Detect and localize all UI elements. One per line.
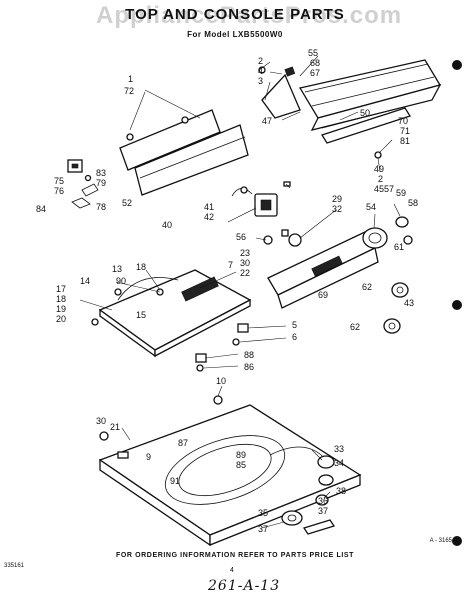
cabinet-top: [98, 395, 362, 547]
part-label: 58: [408, 198, 418, 208]
part-label: 3: [258, 76, 263, 86]
part-label: 34: [334, 458, 344, 468]
part-label: 81: [400, 136, 410, 146]
watermark: AppliancePartsPros.com: [96, 2, 403, 29]
part-label: 67: [310, 68, 320, 78]
part-label: 54: [366, 202, 376, 212]
binder-hole-top: [452, 60, 462, 70]
part-label: 35: [258, 508, 268, 518]
part-label: 43: [404, 298, 414, 308]
leader-lines: [79, 55, 401, 529]
part-label: 56: [236, 232, 246, 242]
part-label: 22: [240, 268, 250, 278]
part-label: 37: [258, 524, 268, 534]
part-label: 23: [240, 248, 250, 258]
lid-hardware: [281, 455, 336, 535]
part-label: 2: [378, 174, 383, 184]
part-label: 9: [146, 452, 151, 462]
part-label: 15: [136, 310, 146, 320]
part-label: 32: [332, 204, 342, 214]
document-code: 335161: [4, 563, 25, 569]
part-label: 86: [244, 362, 254, 372]
part-label: 40: [162, 220, 172, 230]
part-label: 62: [362, 282, 372, 292]
console-panel: [261, 59, 442, 144]
part-label: 79: [96, 178, 106, 188]
part-label: 30: [240, 258, 250, 268]
binder-hole-middle: [452, 300, 462, 310]
timer-assembly: [231, 186, 278, 217]
part-label: 33: [334, 444, 344, 454]
part-label: 49: [374, 164, 384, 174]
part-label: 19: [56, 304, 66, 314]
part-label: 5: [292, 320, 297, 330]
part-label: 52: [122, 198, 132, 208]
part-label: 7: [228, 260, 233, 270]
part-label: 83: [96, 168, 106, 178]
part-label: 20: [56, 314, 66, 324]
part-label: 37: [318, 506, 328, 516]
part-label: 68: [310, 58, 320, 68]
part-label: 89: [236, 450, 246, 460]
part-label: 30: [96, 416, 106, 426]
part-label: 1: [128, 74, 133, 84]
part-label: 55: [308, 48, 318, 58]
part-label: 10: [216, 376, 226, 386]
part-label: 29: [332, 194, 342, 204]
ordering-note: FOR ORDERING INFORMATION REFER TO PARTS …: [115, 552, 355, 559]
part-label: 75: [54, 176, 64, 186]
part-label: 59: [396, 188, 406, 198]
part-label: 62: [350, 322, 360, 332]
part-callouts: 1 72 2 4 3 55 68 67 47 50 70 71 81 49 2 …: [36, 48, 418, 534]
part-label: 76: [54, 186, 64, 196]
part-label: 41: [204, 202, 214, 212]
part-label: 91: [170, 476, 180, 486]
part-label: 4: [258, 66, 263, 76]
part-label: 70: [398, 116, 408, 126]
handwritten-note: 261-A-13: [208, 578, 281, 594]
part-label: 42: [204, 212, 214, 222]
part-label: 50: [360, 108, 370, 118]
part-label: 21: [110, 422, 120, 432]
rod-and-clips: [258, 66, 401, 187]
console-front-panel: [119, 109, 249, 196]
part-label: 87: [178, 438, 188, 448]
control-panel: [263, 229, 379, 309]
page-number: 4: [230, 567, 234, 574]
part-label: 6: [292, 332, 297, 342]
part-label: 85: [236, 460, 246, 470]
part-label: 57: [384, 184, 394, 194]
control-knobs: [362, 216, 413, 334]
part-label: 72: [124, 86, 134, 96]
model-label: For Model LXB5500W0: [187, 30, 283, 39]
part-label: 90: [116, 276, 126, 286]
part-label: 18: [136, 262, 146, 272]
part-label: 18: [56, 294, 66, 304]
part-label: 61: [394, 242, 404, 252]
part-label: 2: [258, 56, 263, 66]
part-label: 36: [318, 496, 328, 506]
binder-hole-bottom: [452, 536, 462, 546]
part-label: 78: [96, 202, 106, 212]
page-title: TOP AND CONSOLE PARTS: [125, 6, 345, 23]
part-label: 14: [80, 276, 90, 286]
part-label: 88: [244, 350, 254, 360]
part-label: 47: [262, 116, 272, 126]
part-label: 13: [112, 264, 122, 274]
part-label: 71: [400, 126, 410, 136]
part-label: 17: [56, 284, 66, 294]
part-label: 45: [374, 184, 384, 194]
lid-switch-parts: [67, 159, 99, 209]
drawing-reference: A - 3165: [429, 538, 452, 544]
part-label: 69: [318, 290, 328, 300]
part-label: 38: [336, 486, 346, 496]
part-label: 84: [36, 204, 46, 214]
